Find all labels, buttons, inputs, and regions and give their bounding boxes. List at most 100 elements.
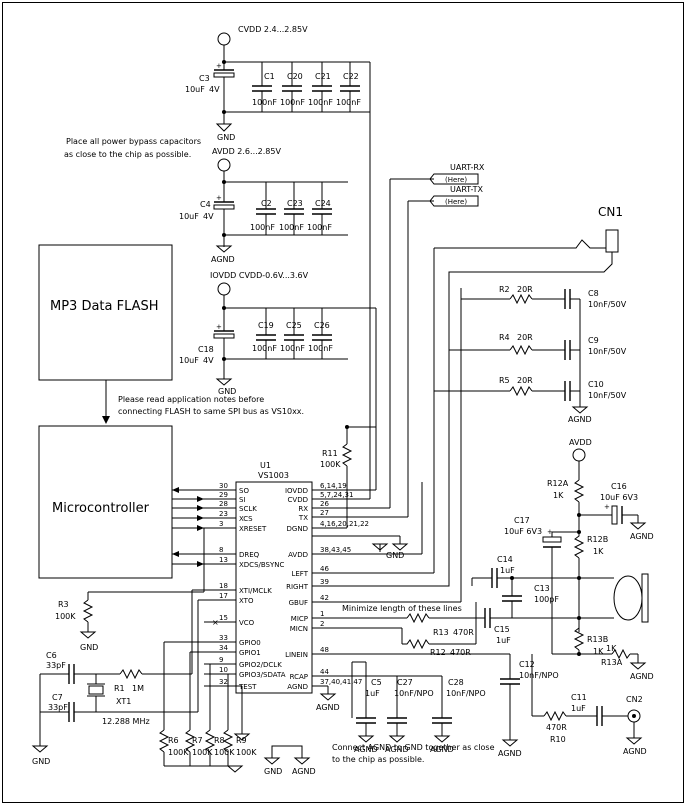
svg-text:AGND: AGND	[498, 749, 522, 758]
capacitor-c26: C26 100nF	[308, 308, 333, 359]
svg-text:100nF: 100nF	[252, 98, 277, 107]
svg-text:R12: R12	[430, 648, 446, 657]
svg-text:AGND: AGND	[211, 255, 235, 264]
pin-number: 6,14,19	[320, 482, 347, 490]
svg-text:AGND: AGND	[430, 745, 454, 754]
svg-text:4V: 4V	[203, 356, 214, 365]
svg-text:R2: R2	[499, 285, 510, 294]
capacitor-c19: C19 100nF	[252, 308, 277, 359]
svg-text:C21: C21	[315, 72, 331, 81]
cvdd-rail-symbol	[217, 32, 231, 46]
svg-text:470R: 470R	[450, 648, 471, 657]
bypass-note-line1: Place all power bypass capacitors	[66, 137, 201, 146]
linein-path: AGND C12 10nF/NPO 470R R10 C11 1uF CN2 A…	[312, 653, 647, 758]
svg-text:100K: 100K	[168, 748, 189, 757]
microphone-symbol	[613, 575, 643, 621]
svg-text:VS1003: VS1003	[258, 471, 289, 480]
capacitor-c18: + C18 10uF 4V	[179, 323, 235, 374]
svg-text:AGND: AGND	[292, 767, 316, 776]
svg-text:10nF/NPO: 10nF/NPO	[519, 671, 559, 680]
svg-text:C27: C27	[397, 678, 413, 687]
svg-text:20R: 20R	[517, 285, 533, 294]
pin-number: 44	[320, 668, 329, 676]
mcu-label: Microcontroller	[52, 501, 150, 516]
svg-text:C15: C15	[494, 625, 510, 634]
svg-text:C26: C26	[314, 321, 330, 330]
rcap-caps: AGND AGND C5 1uF AGND C27 10nF/NPO AGND …	[312, 661, 486, 754]
pin-name: RCAP	[290, 673, 308, 681]
svg-text:20R: 20R	[517, 376, 533, 385]
pin-name: GBUF	[289, 599, 308, 607]
svg-text:1K: 1K	[593, 547, 604, 556]
pin-name: CVDD	[288, 496, 308, 504]
svg-text:100K: 100K	[55, 612, 76, 621]
svg-text:1K: 1K	[553, 491, 564, 500]
svg-text:C17: C17	[514, 516, 530, 525]
svg-text:R8: R8	[214, 736, 225, 745]
pin-name: LINEIN	[285, 651, 308, 659]
pin-name: XRESET	[239, 525, 267, 533]
svg-text:C22: C22	[343, 72, 359, 81]
svg-text:100nF: 100nF	[308, 98, 333, 107]
pin-number: 15	[219, 614, 228, 622]
pin-name: LEFT	[291, 570, 308, 578]
svg-text:R9: R9	[236, 736, 247, 745]
svg-text:10uF 6V3: 10uF 6V3	[600, 493, 638, 502]
svg-text:C8: C8	[588, 289, 599, 298]
svg-text:12.288 MHz: 12.288 MHz	[102, 717, 150, 726]
svg-text:10nF/NPO: 10nF/NPO	[446, 689, 486, 698]
svg-text:33pF: 33pF	[48, 703, 68, 712]
pin-name: GPIO1	[239, 649, 261, 657]
svg-text:10uF: 10uF	[185, 85, 205, 94]
svg-text:R1: R1	[114, 684, 125, 693]
svg-text:GND: GND	[264, 767, 282, 776]
svg-text:100nF: 100nF	[279, 223, 304, 232]
pin-number: 8	[219, 546, 223, 554]
svg-text:C28: C28	[448, 678, 464, 687]
svg-text:C19: C19	[258, 321, 274, 330]
resistor-r3: GND R3 100K	[55, 528, 205, 652]
pin-number: 1	[320, 610, 324, 618]
svg-text:IOVDD CVDD-0.6V...3.6V: IOVDD CVDD-0.6V...3.6V	[210, 271, 309, 280]
svg-text:(Here): (Here)	[445, 176, 467, 184]
pin-name: RX	[298, 505, 308, 513]
svg-text:connecting FLASH to same SPI b: connecting FLASH to same SPI bus as VS10…	[118, 407, 304, 416]
gpio-pulldowns: R6 100K R7 100K R8 100K R9 100K	[158, 641, 257, 773]
pin-name: MICP	[291, 615, 308, 623]
svg-text:10nF/50V: 10nF/50V	[588, 300, 627, 309]
pin-name: MICN	[290, 625, 308, 633]
svg-text:R11: R11	[322, 449, 338, 458]
pin-number: 37,40,41,47	[320, 678, 362, 686]
pin-number: 5,7,24,31	[320, 491, 353, 499]
agnd-gnd-tie: GND AGND Connect AGND to GND together as…	[263, 743, 495, 776]
svg-text:+: +	[216, 62, 222, 70]
capacitor-c21: C21 100nF	[308, 62, 333, 112]
capacitor-c22: C22 100nF	[336, 62, 361, 112]
connector-cn1: CN1	[312, 205, 623, 603]
svg-text:+: +	[604, 503, 610, 511]
resistor-r11: R11 100K	[320, 427, 353, 528]
pin-name: XDCS/BSYNC	[239, 561, 285, 569]
uart-rx-label: UART-RX	[450, 163, 485, 172]
pin-number: 34	[219, 644, 228, 652]
svg-text:Please read application notes: Please read application notes before	[118, 395, 264, 404]
svg-text:C6: C6	[46, 651, 57, 660]
pin-name: RIGHT	[286, 583, 309, 591]
svg-text:100nF: 100nF	[308, 344, 333, 353]
pin-number: 26	[320, 500, 329, 508]
svg-text:1uF: 1uF	[496, 636, 511, 645]
svg-text:100nF: 100nF	[280, 98, 305, 107]
capacitor-c23: C23 100nF	[279, 182, 304, 235]
pin-number: 4,16,20,21,22	[320, 520, 369, 528]
pin-number: 32	[219, 678, 228, 686]
svg-text:100nF: 100nF	[252, 344, 277, 353]
svg-text:1uF: 1uF	[365, 689, 380, 698]
svg-text:C16: C16	[611, 482, 627, 491]
